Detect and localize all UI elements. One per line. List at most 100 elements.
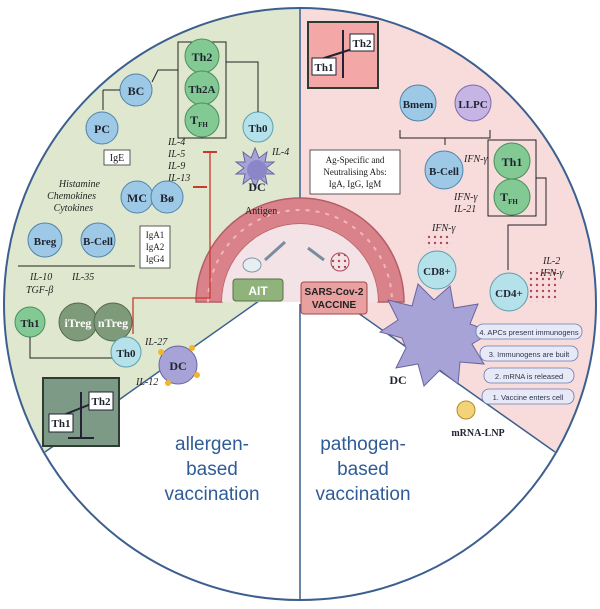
syringe-icon-left xyxy=(263,240,287,262)
step-4-text: 4. APCs present immunogens xyxy=(479,328,578,337)
abs-line1: Ag-Specific and xyxy=(326,155,385,165)
step-3-text: 3. Immunogens are built xyxy=(489,350,570,359)
step-1-box xyxy=(481,388,575,405)
tfh-label-right: TFH xyxy=(500,190,518,206)
ige-label: IgE xyxy=(110,153,124,164)
il2-label: IL-2 xyxy=(542,256,560,267)
bphi-cell xyxy=(150,180,184,214)
tfh-label-left: TFH xyxy=(190,113,208,129)
vaccine-label-line1: SARS-Cov-2 xyxy=(305,287,364,298)
pill-icon xyxy=(242,257,262,273)
step-2-text: 2. mRNA is released xyxy=(495,372,563,381)
virus-icon xyxy=(330,252,350,272)
th1-left-label: Th1 xyxy=(21,318,40,330)
bphi-label: Bø xyxy=(160,191,174,205)
pc-label: PC xyxy=(94,122,110,136)
vaccine-box: SARS-Cov-2 VACCINE xyxy=(300,281,368,315)
itreg-label: iTreg xyxy=(65,316,92,330)
il-4-label: IL-4 xyxy=(167,137,185,148)
left-title-line1: allergen- xyxy=(175,434,249,455)
ifn-g-cd4-label: IFN-γ xyxy=(539,268,564,279)
abs-line3: IgA, IgG, IgM xyxy=(329,179,382,189)
mc-label: MC xyxy=(127,191,147,205)
breg-cell xyxy=(27,222,63,258)
ifn-g-il21-b: IL-21 xyxy=(453,204,476,215)
ntreg-cell xyxy=(93,302,133,342)
cd4-label: CD4+ xyxy=(495,288,523,300)
tfh-cell-left xyxy=(184,102,220,138)
il35-label: IL-35 xyxy=(71,272,94,283)
b-cell-left-label: B-Cell xyxy=(83,236,113,248)
syringe-icon-right xyxy=(307,246,325,262)
scale-th1-left: Th1 xyxy=(52,418,71,430)
llpc-label: LLPC xyxy=(458,99,487,111)
iga1-label: IgA1 xyxy=(146,230,165,240)
mrna-lnp-icon xyxy=(456,400,476,420)
bmem-label: Bmem xyxy=(403,99,434,111)
il4-top-label: IL-4 xyxy=(271,147,289,158)
il10-label: IL-10 xyxy=(29,272,52,283)
right-title-line1: pathogen- xyxy=(320,434,406,455)
pc-cell xyxy=(85,111,119,145)
th2-label: Th2 xyxy=(192,50,213,64)
th0-bottom-cell xyxy=(110,336,142,368)
b-cell-left xyxy=(80,222,116,258)
dc-bottom-label: DC xyxy=(169,359,186,373)
bc-label: BC xyxy=(128,84,145,98)
th1-right-label: Th1 xyxy=(502,155,523,169)
ait-label: AIT xyxy=(248,284,268,298)
ait-box: AIT xyxy=(232,278,284,302)
step-2-box xyxy=(483,367,575,384)
il-9-label: IL-9 xyxy=(167,161,185,172)
il27-label: IL-27 xyxy=(144,337,168,348)
scale-th2-left: Th2 xyxy=(92,396,111,408)
il12-label: IL-12 xyxy=(135,377,158,388)
ifn-g-top: IFN-γ xyxy=(463,154,488,165)
mediator-chemokines: Chemokines xyxy=(47,191,96,202)
tfh-cell-right xyxy=(493,178,531,216)
scale-th1-right: Th1 xyxy=(315,62,334,74)
steps-list: 4. APCs present immunogens 3. Immunogens… xyxy=(475,323,583,405)
mediator-histamine: Histamine xyxy=(58,179,101,190)
right-title-line2: based xyxy=(337,459,389,480)
b-cell-right xyxy=(424,150,464,190)
mediator-cytokines: Cytokines xyxy=(54,203,94,214)
th0-bottom-label: Th0 xyxy=(117,348,136,360)
step-3-box xyxy=(479,345,579,362)
b-cell-right-label: B-Cell xyxy=(429,166,459,178)
dc-bottom-cell xyxy=(158,345,200,386)
cd8-cell xyxy=(417,250,457,290)
inhibition-line xyxy=(132,152,211,334)
dc-top-label: DC xyxy=(248,180,265,194)
antigen-label: Antigen xyxy=(245,206,277,217)
right-upper-group: Th1 Th2 Bmem LLPC Ag-Specific and Neutra… xyxy=(307,21,583,439)
il-13-label: IL-13 xyxy=(167,173,190,184)
il-5-label: IL-5 xyxy=(167,149,185,160)
ifn-g-il21-a: IFN-γ xyxy=(453,192,478,203)
ifn-dots-cd4 xyxy=(528,272,556,302)
igg4-label: IgG4 xyxy=(146,254,165,264)
tgfb-label: TGF-β xyxy=(26,285,53,296)
left-title-line2: based xyxy=(186,459,238,480)
llpc-cell xyxy=(454,84,492,122)
breg-label: Breg xyxy=(34,236,57,248)
ntreg-label: nTreg xyxy=(98,316,128,330)
dc-top-cell xyxy=(234,146,276,190)
vaccine-label-line2: VACCINE xyxy=(312,300,357,311)
step-1-text: 1. Vaccine enters cell xyxy=(493,393,564,402)
th0-top-label: Th0 xyxy=(249,123,268,135)
bmem-cell xyxy=(399,84,437,122)
balance-scale-left xyxy=(42,377,120,447)
mrna-lnp-label: mRNA-LNP xyxy=(451,428,504,439)
balance-scale-right xyxy=(307,21,379,89)
iga2-label: IgA2 xyxy=(146,242,165,252)
ifn-g-cd8: IFN-γ xyxy=(431,223,456,234)
cd8-label: CD8+ xyxy=(423,266,451,278)
step-4-box xyxy=(475,323,583,340)
left-title-line3: vaccination xyxy=(164,484,259,505)
ifn-dots-cd8 xyxy=(424,234,452,248)
abs-line2: Neutralising Abs: xyxy=(323,167,386,177)
th2a-label: Th2A xyxy=(189,84,216,96)
